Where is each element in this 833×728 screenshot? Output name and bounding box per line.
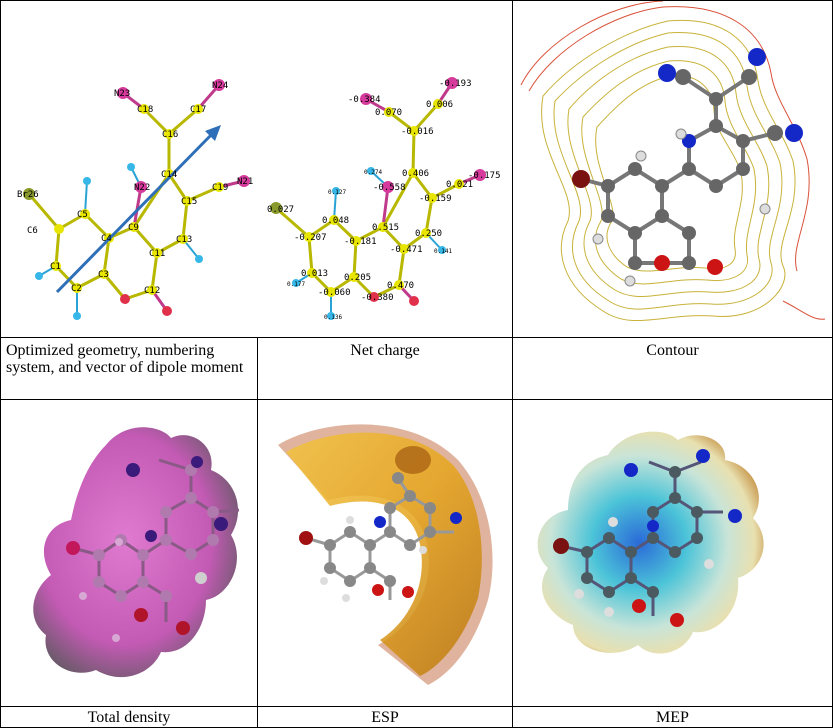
label-c11: C11 [149,249,165,259]
caption-mep: MEP [656,709,689,726]
caption-net-charge: Net charge [350,342,420,359]
label-c3: C3 [98,270,109,280]
dipole-arrowhead-icon [205,125,221,141]
charge-c19: 0.021 [446,180,473,190]
charge-h27: 0.274 [364,169,382,176]
label-c5: C5 [77,210,88,220]
charge-n23: -0.384 [348,95,381,105]
charge-n21: -0.175 [468,171,501,181]
charge-c5: 0.048 [322,216,349,226]
caption-geometry: Optimized geometry, numbering system, an… [6,342,244,376]
geometry-and-charge-figure: Br26 C6 C5 C4 C9 C1 C2 C3 C11 C12 C13 C1… [1,1,511,337]
label-n22: N22 [134,183,150,193]
charge-br: 0.027 [267,205,294,215]
charge-h-a: 0.177 [287,281,305,288]
esp-figure [258,400,512,706]
mep-figure [513,400,832,706]
label-c16: C16 [162,130,178,140]
charge-c4: -0.181 [344,237,377,247]
charge-c3: 0.205 [344,273,371,283]
caption-esp: ESP [371,709,399,726]
label-c2: C2 [71,284,82,294]
charge-h-b: 0.136 [324,314,342,321]
charge-c1: 0.013 [301,269,328,279]
caption-contour: Contour [646,342,699,359]
label-n21: N21 [237,177,253,187]
charge-c17: 0.006 [426,100,453,110]
label-c17: C17 [190,105,206,115]
contour-figure [513,1,832,337]
label-c15: C15 [181,197,197,207]
charge-o: -0.380 [361,293,394,303]
charge-c11: -0.471 [390,245,423,255]
total-density-figure [1,400,257,706]
charge-c12: 0.470 [387,281,414,291]
charge-c2: -0.060 [318,288,351,298]
charge-c18: 0.070 [375,108,402,118]
dipole-moment-vector [55,131,215,294]
charge-c9: 0.515 [372,223,399,233]
charge-h25: 0.127 [328,189,346,196]
label-n24: N24 [212,81,228,91]
label-c1: C1 [50,262,61,272]
charge-n24: -0.193 [439,79,472,89]
net-charge-molecule: 0.027 -0.207 0.048 -0.181 0.515 0.013 -0… [267,77,501,321]
charge-c13: 0.250 [415,229,442,239]
charge-n22: -0.558 [373,183,406,193]
label-c18: C18 [137,105,153,115]
charge-c6: -0.207 [294,233,327,243]
label-c12: C12 [144,286,160,296]
label-n23: N23 [114,89,130,99]
label-c6: C6 [27,226,38,236]
label-c9: C9 [128,223,139,233]
caption-total-density: Total density [87,709,171,726]
charge-h-c: 0.141 [434,248,452,255]
label-c14: C14 [161,170,177,180]
label-c4: C4 [101,234,112,244]
label-c13: C13 [176,235,192,245]
charge-c14: 0.406 [402,169,429,179]
geometry-molecule: Br26 C6 C5 C4 C9 C1 C2 C3 C11 C12 C13 C1… [17,79,253,320]
charge-c16: -0.016 [401,127,434,137]
label-c19: C19 [212,183,228,193]
charge-c15: -0.159 [419,194,452,204]
label-br26: Br26 [17,190,39,200]
